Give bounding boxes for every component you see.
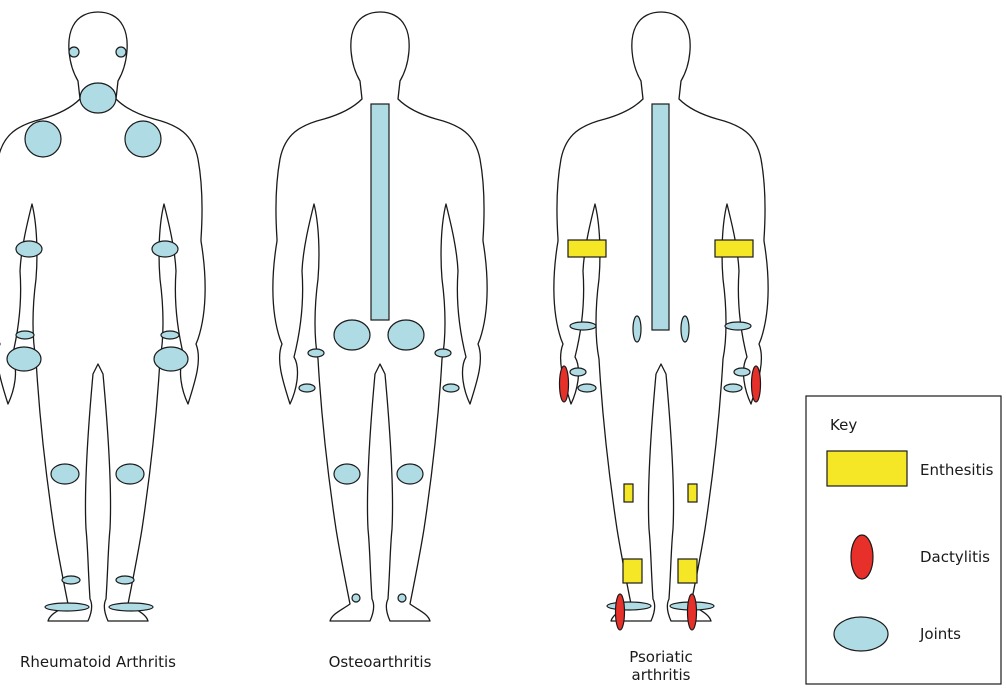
enthesitis-marker xyxy=(623,559,642,583)
enthesitis-swatch xyxy=(827,451,907,486)
joint-marker xyxy=(62,576,80,584)
joint-swatch xyxy=(834,617,888,651)
joint-marker xyxy=(69,47,79,57)
key-label-dactylitis: Dactylitis xyxy=(920,548,990,566)
dactylitis-marker xyxy=(616,594,625,630)
joint-marker xyxy=(578,384,596,392)
dactylitis-marker xyxy=(752,366,761,402)
caption-line: arthritis xyxy=(632,666,691,684)
key-label-enthesitis: Enthesitis xyxy=(920,461,994,479)
caption-line: Psoriatic xyxy=(629,648,693,666)
spine-joint-marker xyxy=(652,104,669,330)
joint-marker xyxy=(51,464,79,484)
joint-marker xyxy=(570,368,586,376)
spine-joint-marker xyxy=(371,104,389,320)
dactylitis-swatch xyxy=(851,535,873,579)
joint-marker xyxy=(681,316,689,342)
key-box xyxy=(806,396,1001,684)
joint-marker xyxy=(16,241,42,257)
key-title: Key xyxy=(830,416,857,434)
joint-marker xyxy=(152,241,178,257)
caption-line: Osteoarthritis xyxy=(329,653,432,671)
joint-marker xyxy=(570,322,596,330)
joint-marker xyxy=(734,368,750,376)
joint-marker xyxy=(724,384,742,392)
enthesitis-marker xyxy=(688,484,697,502)
joint-marker xyxy=(154,347,188,371)
joint-marker xyxy=(308,349,324,357)
joint-marker xyxy=(299,384,315,392)
joint-marker xyxy=(334,320,370,350)
joint-marker xyxy=(7,347,41,371)
figure-rheumatoid-arthritis: Rheumatoid Arthritis xyxy=(0,12,205,671)
joint-marker xyxy=(45,603,89,611)
enthesitis-marker xyxy=(715,240,753,257)
joint-marker xyxy=(397,464,423,484)
enthesitis-marker xyxy=(678,559,697,583)
caption-line: Rheumatoid Arthritis xyxy=(20,653,176,671)
joint-marker xyxy=(116,576,134,584)
joint-marker xyxy=(352,594,360,602)
joint-marker xyxy=(607,602,651,610)
joint-marker xyxy=(16,331,34,339)
enthesitis-marker xyxy=(568,240,606,257)
joint-marker xyxy=(125,121,161,157)
joint-marker xyxy=(109,603,153,611)
joint-marker xyxy=(435,349,451,357)
figure-psoriatic-arthritis: Psoriatic arthritis xyxy=(554,12,768,684)
joint-marker xyxy=(388,320,424,350)
dactylitis-marker xyxy=(688,594,697,630)
key-legend: Key Enthesitis Dactylitis Joints xyxy=(806,396,1001,684)
dactylitis-marker xyxy=(560,366,569,402)
enthesitis-marker xyxy=(624,484,633,502)
joint-marker xyxy=(398,594,406,602)
joint-marker xyxy=(633,316,641,342)
joint-marker xyxy=(25,121,61,157)
joint-marker xyxy=(116,47,126,57)
figure-osteoarthritis: Osteoarthritis xyxy=(273,12,487,671)
joint-marker xyxy=(334,464,360,484)
joint-marker xyxy=(443,384,459,392)
joint-marker xyxy=(116,464,144,484)
joint-marker xyxy=(161,331,179,339)
joint-marker xyxy=(725,322,751,330)
joint-marker xyxy=(80,83,116,113)
key-label-joints: Joints xyxy=(919,625,961,643)
